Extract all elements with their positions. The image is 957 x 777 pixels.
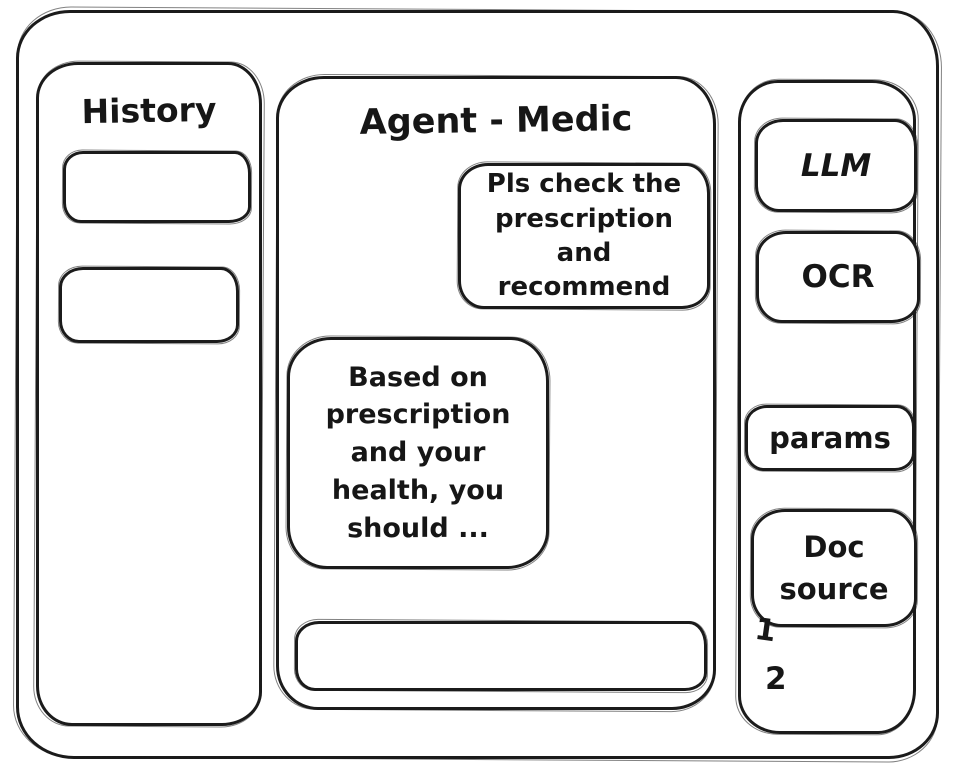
history-panel: History <box>36 62 262 726</box>
llm-button[interactable]: LLM <box>755 119 917 212</box>
footnote-2-label: 2 <box>765 661 787 697</box>
ocr-button[interactable]: OCR <box>756 231 920 323</box>
params-button[interactable]: params <box>745 405 915 471</box>
chat-input-bar[interactable] <box>295 621 707 691</box>
footnote-1-label: 1 <box>752 611 779 650</box>
tools-panel: LLM OCR params Doc source 1 2 <box>738 80 920 734</box>
history-panel-title: History <box>81 89 217 132</box>
history-item[interactable] <box>63 151 251 223</box>
chat-panel: Agent - Medic Pls check the prescription… <box>276 76 716 710</box>
chat-panel-title: Agent - Medic <box>359 99 633 143</box>
chat-input[interactable] <box>298 624 704 688</box>
history-item[interactable] <box>59 267 239 343</box>
assistant-message-bubble: Based on prescription and your health, y… <box>287 337 549 569</box>
user-message-bubble: Pls check the prescription and recommend <box>458 163 710 309</box>
doc-source-button[interactable]: Doc source <box>751 509 917 627</box>
